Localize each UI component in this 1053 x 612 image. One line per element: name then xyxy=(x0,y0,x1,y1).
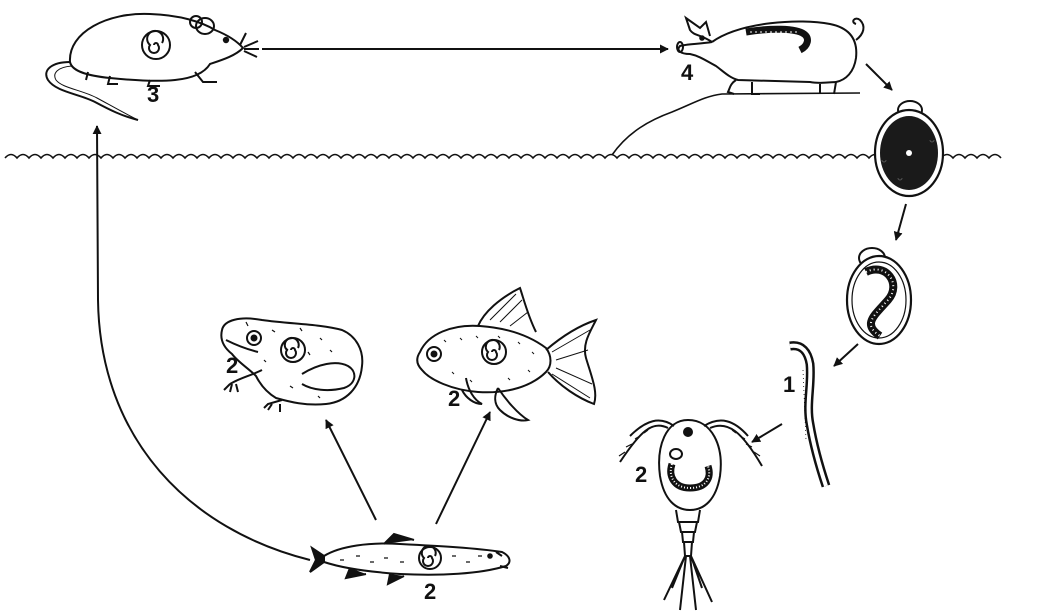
pig-stage-label: 4 xyxy=(681,60,694,85)
copepod-illustration xyxy=(619,420,762,610)
goldfish-larva-cyst xyxy=(482,340,506,364)
arrow-pig-to-egg xyxy=(866,64,892,90)
rat-larva-cyst xyxy=(142,31,170,59)
frog-larva-cyst xyxy=(281,338,305,362)
copepod-stage-label: 2 xyxy=(635,462,647,487)
arrow-small-fish-to-frog xyxy=(326,420,376,520)
ground-bank xyxy=(612,93,860,155)
embryonated-egg-illustration xyxy=(847,248,911,344)
frog-stage-label: 2 xyxy=(226,353,238,378)
goldfish-stage-label: 2 xyxy=(448,386,460,411)
frog-illustration xyxy=(221,318,362,412)
arrow-larva-to-copepod xyxy=(752,424,782,442)
small-fish-illustration xyxy=(310,534,509,584)
arrow-egg-to-embryonated-egg xyxy=(896,204,906,240)
rat-stage-label: 3 xyxy=(147,82,159,107)
arrow-small-fish-to-goldfish xyxy=(436,412,490,524)
arrow-embryonated-egg-to-larva xyxy=(834,344,858,366)
larva-stage-label: 1 xyxy=(783,372,795,397)
small-fish-stage-label: 2 xyxy=(424,579,436,604)
free-larva-illustration xyxy=(790,346,826,486)
small-fish-larva-cyst xyxy=(419,546,441,569)
arrow-small-fish-to-rat xyxy=(97,126,310,560)
adult-worm-in-pig xyxy=(746,29,807,50)
water-surface-line xyxy=(5,155,1001,159)
egg-illustration xyxy=(875,101,943,196)
